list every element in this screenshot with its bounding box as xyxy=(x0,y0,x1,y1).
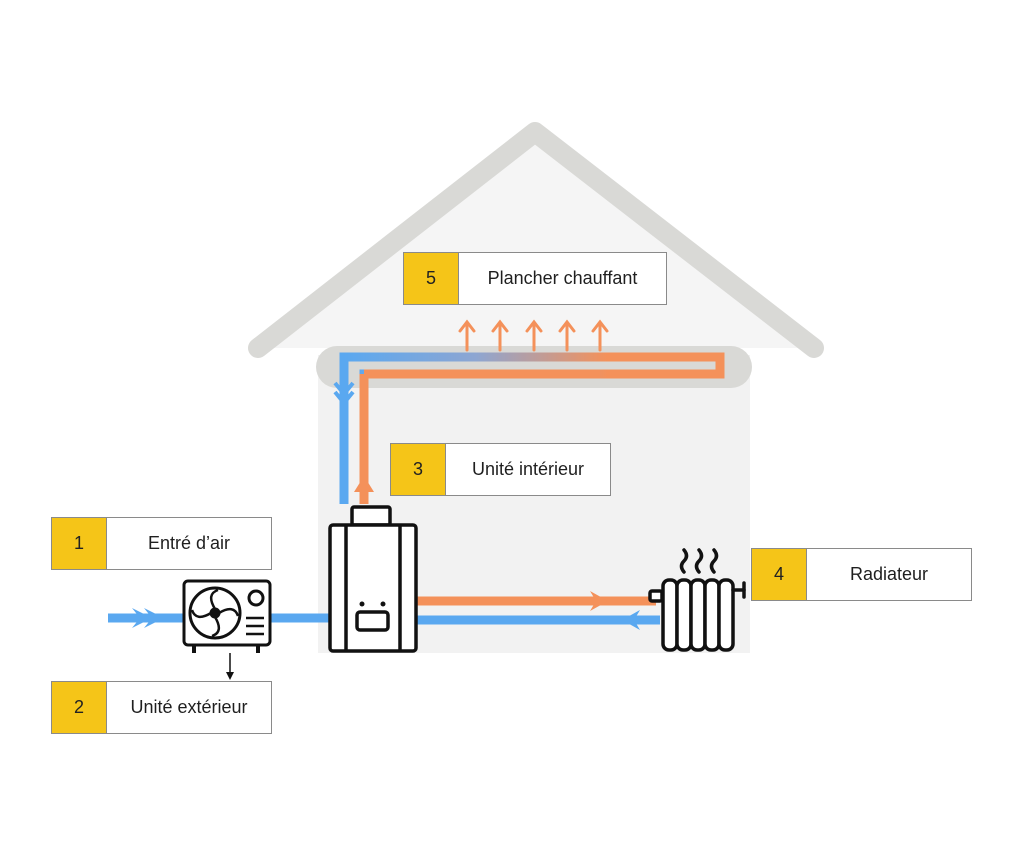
label-badge: 2 xyxy=(52,682,106,733)
flow-arrow-icon xyxy=(144,608,164,628)
label-text: Unité extérieur xyxy=(106,682,271,733)
roof xyxy=(248,122,824,358)
label-outdoor-unit: 2 Unité extérieur xyxy=(51,681,272,734)
label-indoor-unit: 3 Unité intérieur xyxy=(390,443,611,496)
label-badge: 4 xyxy=(752,549,806,600)
label-badge: 3 xyxy=(391,444,445,495)
fan-unit-icon xyxy=(182,579,272,653)
boiler-icon xyxy=(328,505,418,653)
label-air-intake: 1 Entré d’air xyxy=(51,517,272,570)
label-text: Radiateur xyxy=(806,549,971,600)
flow-arrow-icon xyxy=(354,476,374,492)
flow-arrow-icon xyxy=(622,610,640,630)
flow-arrow-icon xyxy=(590,591,608,611)
house-gable xyxy=(258,132,814,348)
flow-arrow-icon xyxy=(132,608,152,628)
heat-arrow-icon xyxy=(458,319,476,352)
label-text: Unité intérieur xyxy=(445,444,610,495)
heat-arrow-icon xyxy=(525,319,543,352)
label-text: Plancher chauffant xyxy=(458,253,666,304)
heat-arrows xyxy=(458,319,609,352)
label-badge: 5 xyxy=(404,253,458,304)
label-badge: 1 xyxy=(52,518,106,569)
heat-arrow-icon xyxy=(591,319,609,352)
heat-arrow-icon xyxy=(558,319,576,352)
heat-arrow-icon xyxy=(491,319,509,352)
flow-arrow-icon xyxy=(333,381,355,398)
label-text: Entré d’air xyxy=(106,518,271,569)
label-radiator: 4 Radiateur xyxy=(751,548,972,601)
label-floor-heating: 5 Plancher chauffant xyxy=(403,252,667,305)
callout-arrow xyxy=(226,672,234,680)
floor-slab xyxy=(316,346,752,388)
flow-arrow-icon xyxy=(333,390,355,407)
radiator-icon xyxy=(648,548,746,652)
